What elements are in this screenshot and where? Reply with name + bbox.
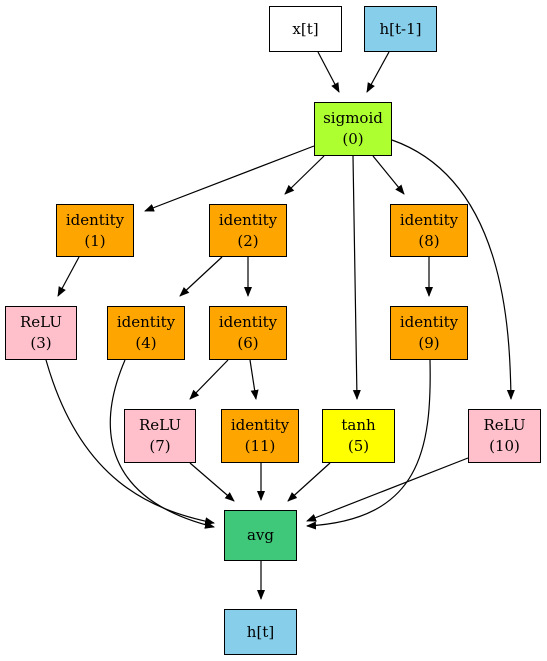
edge-n0-to-n1 <box>144 145 315 212</box>
node-identity-11: identity (11) <box>221 409 299 463</box>
edge-n0-to-n10 <box>391 139 515 400</box>
node-tanh-5: tanh (5) <box>322 409 395 463</box>
node-relu-3: ReLU (3) <box>5 306 77 360</box>
node-identity-9: identity (9) <box>390 306 468 360</box>
node-index: (8) <box>418 231 440 250</box>
edge-n2-to-n4 <box>179 256 223 297</box>
node-label: h[t-1] <box>379 19 422 38</box>
node-sigmoid-0: sigmoid (0) <box>314 102 392 156</box>
edge-n6-to-n7 <box>189 359 229 400</box>
node-label: ReLU <box>483 416 526 434</box>
node-label: identity <box>218 313 278 331</box>
edge-n0-to-n2 <box>284 155 325 195</box>
edge-n0-to-n8 <box>372 155 405 195</box>
edge-h-to-n0 <box>366 51 390 93</box>
node-label: h[t] <box>246 622 275 641</box>
node-identity-4: identity (4) <box>107 306 185 360</box>
node-index: (10) <box>489 437 520 455</box>
node-label: x[t] <box>292 19 319 38</box>
edge-n7-to-avg <box>189 462 235 502</box>
node-label: ReLU <box>20 313 62 331</box>
node-label: identity <box>116 313 176 331</box>
edge-n1-to-n3 <box>57 256 80 297</box>
node-relu-10: ReLU (10) <box>468 409 541 463</box>
node-label: sigmoid <box>323 109 383 127</box>
node-index: (0) <box>342 130 364 148</box>
node-index: (6) <box>237 334 259 352</box>
node-index: (7) <box>149 437 171 455</box>
node-index: (4) <box>135 334 157 352</box>
node-label: identity <box>65 210 125 229</box>
edge-n0-to-n5 <box>352 155 361 400</box>
node-h-prev-input: h[t-1] <box>364 6 437 52</box>
node-identity-1: identity (1) <box>56 204 134 257</box>
edge-n5-to-avg <box>287 462 331 502</box>
node-index: (1) <box>84 231 106 250</box>
node-label: identity <box>230 416 290 434</box>
edge-n6-to-n11 <box>249 359 259 400</box>
node-h-output: h[t] <box>224 609 297 655</box>
node-index: (11) <box>244 437 276 455</box>
node-label: tanh <box>341 416 376 434</box>
node-label: ReLU <box>139 416 181 434</box>
edge-n9-to-avg <box>306 359 431 530</box>
edge-n4-to-avg <box>109 359 215 529</box>
node-index: (5) <box>347 437 370 455</box>
node-x-input: x[t] <box>269 6 342 52</box>
node-avg: avg <box>224 510 297 561</box>
node-identity-6: identity (6) <box>209 306 287 360</box>
node-identity-8: identity (8) <box>390 204 468 257</box>
node-identity-2: identity (2) <box>209 204 287 257</box>
node-index: (3) <box>30 334 52 352</box>
node-label: identity <box>399 313 459 331</box>
edge-n10-to-avg <box>306 457 469 522</box>
node-label: avg <box>246 526 275 544</box>
edge-x-to-n0 <box>317 51 340 93</box>
node-index: (2) <box>237 231 259 250</box>
node-relu-7: ReLU (7) <box>124 409 196 463</box>
node-index: (9) <box>418 334 440 352</box>
node-label: identity <box>399 210 459 229</box>
node-label: identity <box>218 210 278 229</box>
edge-n3-to-avg <box>45 359 215 526</box>
